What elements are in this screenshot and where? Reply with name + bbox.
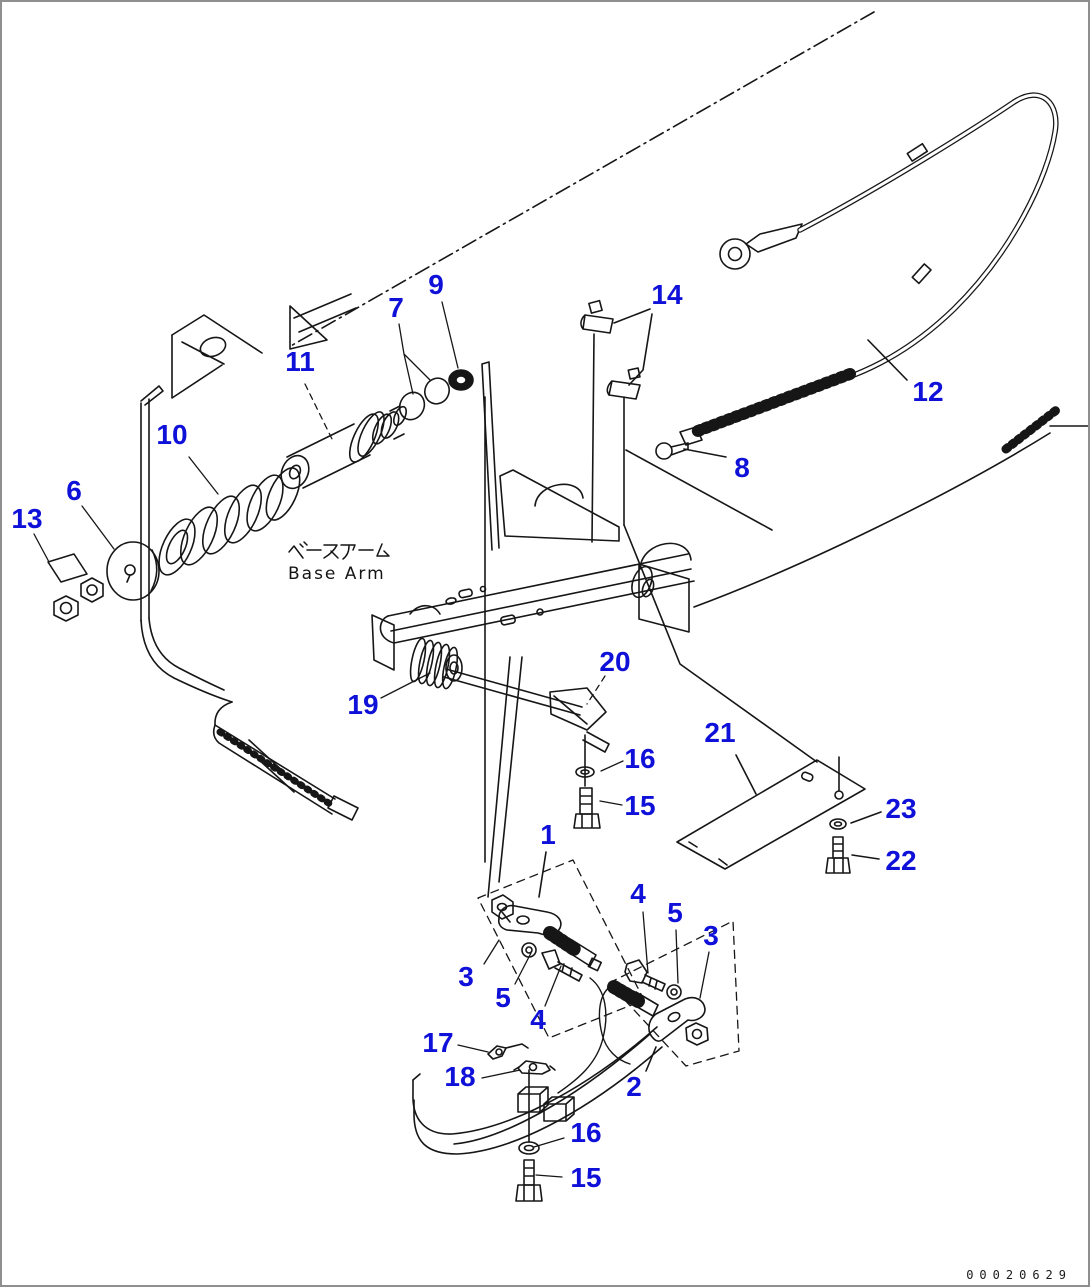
caption-katakana-strokes	[288, 541, 390, 560]
part-number-label-15: 15	[570, 1162, 602, 1193]
bracket-20-drawing	[549, 687, 610, 829]
part-number-label-7: 7	[388, 292, 404, 323]
part-number-label-20: 20	[599, 646, 631, 677]
part-number-label-3: 3	[458, 961, 474, 992]
control-cable-drawing	[679, 92, 1059, 446]
spring-10-drawing	[158, 467, 301, 576]
plate-21-drawing	[676, 754, 882, 874]
part-number-label-5: 5	[667, 897, 683, 928]
switch-group-2	[598, 920, 740, 1072]
part-number-label-9: 9	[428, 269, 444, 300]
base-arm-drawing	[371, 469, 695, 671]
part-number-label-18: 18	[444, 1061, 476, 1092]
part-number-label-4: 4	[530, 1004, 546, 1035]
plate-edge-lines	[481, 361, 500, 551]
part-number-label-5: 5	[495, 982, 511, 1013]
clamp-fittings-14	[580, 299, 653, 543]
part-number-label-1: 1	[540, 819, 556, 850]
body-outline-dashed-line	[288, 11, 875, 348]
part-number-label-4: 4	[630, 878, 646, 909]
part-number-label-11: 11	[285, 346, 315, 377]
part-number-label-17: 17	[422, 1027, 454, 1058]
disc-6	[106, 541, 160, 601]
projection-lines	[484, 396, 818, 898]
part-number-label-21: 21	[704, 717, 736, 748]
mounting-plate-and-frame	[140, 305, 328, 703]
leader-lines	[33, 301, 710, 1178]
caption-english: Base Arm	[288, 564, 386, 584]
drawing-number: 00020629	[966, 1268, 1072, 1282]
part-number-label-14: 14	[651, 279, 683, 310]
part-number-label-16: 16	[570, 1117, 602, 1148]
part-number-label-16: 16	[624, 743, 656, 774]
part-number-label-23: 23	[885, 793, 917, 824]
part-number-label-15: 15	[624, 790, 656, 821]
clips-and-blocks	[487, 1043, 575, 1202]
coil-19-drawing	[409, 637, 583, 716]
pin-8	[655, 442, 727, 460]
guard-band-drawing	[412, 1026, 663, 1155]
part-number-label-12: 12	[912, 376, 944, 407]
part-number-label-2: 2	[626, 1071, 642, 1102]
part-number-label-19: 19	[347, 689, 379, 720]
grommet-9	[448, 369, 474, 391]
part-number-label-6: 6	[66, 475, 82, 506]
washers-7	[398, 377, 450, 421]
nuts-13	[47, 553, 104, 622]
rod-11-drawing	[280, 405, 407, 490]
part-number-label-3: 3	[703, 920, 719, 951]
part-number-label-22: 22	[885, 845, 917, 876]
part-number-label-13: 13	[11, 503, 43, 534]
pedal-arm-drawing	[212, 701, 359, 821]
panel-edge-lines	[625, 403, 1088, 608]
part-number-label-8: 8	[734, 452, 750, 483]
part-number-label-10: 10	[156, 419, 188, 450]
